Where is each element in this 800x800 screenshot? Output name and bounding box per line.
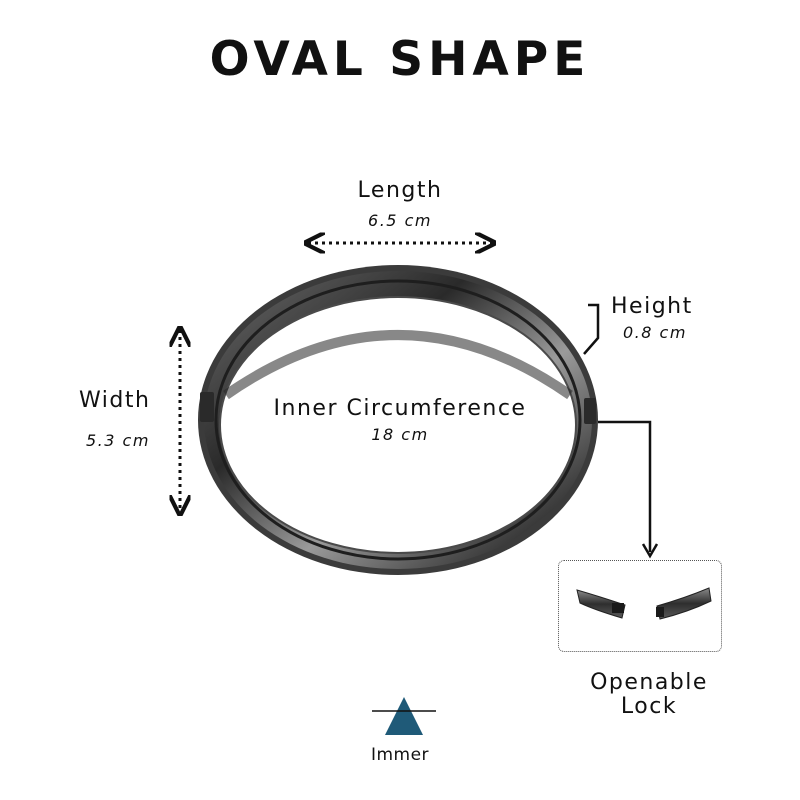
- lock-illustration: [576, 587, 712, 620]
- lock-detail-box: [558, 560, 722, 652]
- height-value: 0.8 cm: [623, 323, 687, 342]
- inner-circumference-value: 18 cm: [371, 425, 429, 444]
- lock-pointer-arrow-icon: [641, 543, 659, 559]
- triangle-logo-icon: [385, 697, 423, 735]
- height-bracket: [583, 303, 600, 355]
- width-label: Width: [79, 388, 151, 413]
- page-title: OVAL SHAPE: [209, 32, 591, 87]
- lock-label-line1: Openable: [590, 670, 708, 695]
- length-label: Length: [357, 178, 443, 203]
- height-label: Height: [611, 294, 693, 319]
- lock-pointer-line: [598, 420, 652, 552]
- width-value: 5.3 cm: [86, 431, 150, 450]
- lock-label-line2: Lock: [620, 694, 678, 719]
- brand-name: Immer: [370, 745, 430, 765]
- brand-logo: [372, 697, 436, 735]
- inner-circumference-label: Inner Circumference: [273, 396, 527, 421]
- bangle-illustration: [198, 265, 598, 575]
- length-value: 6.5 cm: [368, 211, 432, 230]
